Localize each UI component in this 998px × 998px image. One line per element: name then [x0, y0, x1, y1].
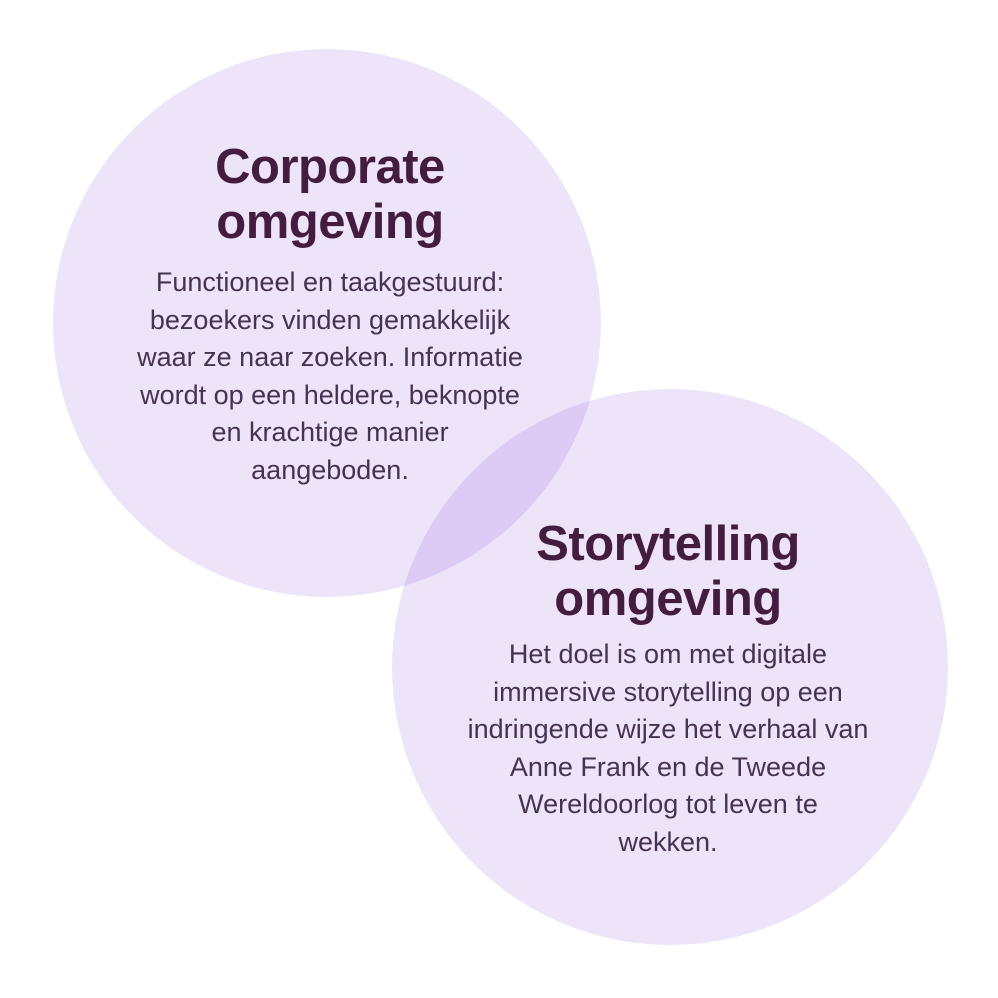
corporate-description-line: bezoekers vinden gemakkelijk	[149, 304, 511, 335]
corporate-description-line: aangeboden.	[251, 454, 409, 485]
storytelling-description-line: indringende wijze het verhaal van	[467, 714, 869, 744]
corporate-description-line: waar ze naar zoeken. Informatie	[137, 342, 523, 372]
storytelling-description-line: Wereldoorlog tot leven te	[518, 789, 818, 819]
corporate-description: Functioneel en taakgestuurd: bezoekers v…	[103, 264, 557, 489]
storytelling-description-line: Het doel is om met digitale	[508, 639, 828, 669]
storytelling-circle	[392, 389, 948, 945]
corporate-description-line: Functioneel en taakgestuurd:	[155, 267, 505, 297]
storytelling-description-line: immersive storytelling op een	[493, 676, 843, 707]
storytelling-description: Het doel is om met digitale immersive st…	[441, 636, 895, 861]
corporate-description-line: en krachtige manier	[211, 417, 449, 447]
storytelling-description-line: Anne Frank en de Tweede	[509, 751, 827, 782]
storytelling-title-line-1: Storytelling	[536, 517, 800, 571]
corporate-title-line-1: Corporate	[215, 140, 445, 194]
storytelling-title-line-2: omgeving	[554, 572, 782, 626]
corporate-title-line-2: omgeving	[216, 195, 444, 249]
storytelling-description-line: wekken.	[618, 826, 718, 857]
storytelling-title: Storytelling omgeving	[443, 517, 893, 627]
corporate-title: Corporate omgeving	[105, 140, 555, 250]
corporate-description-line: wordt op een heldere, beknopte	[140, 379, 520, 410]
